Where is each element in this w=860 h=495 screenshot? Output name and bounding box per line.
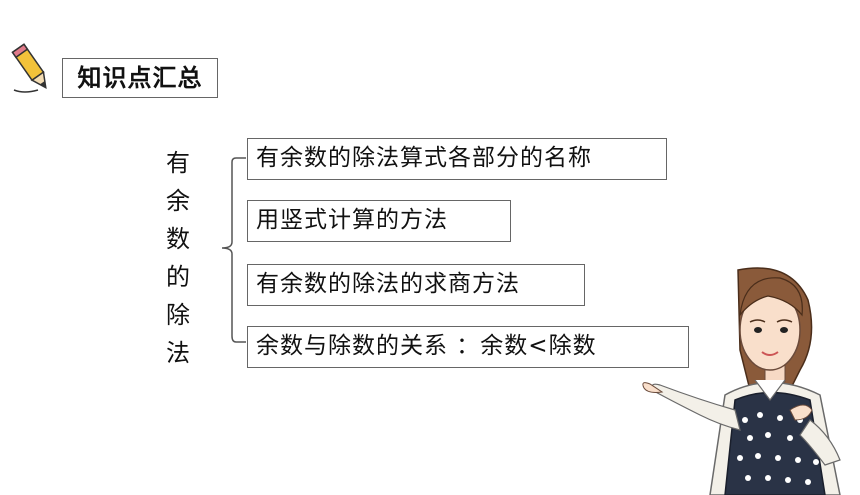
topic-char: 的 [166, 263, 190, 291]
list-item: 有余数的除法的求商方法 [247, 264, 585, 306]
topic-char: 余 [166, 187, 190, 215]
topic-char: 有 [166, 149, 190, 177]
teacher-illustration [642, 267, 841, 495]
pencil-icon [11, 43, 47, 93]
list-item: 有余数的除法算式各部分的名称 [247, 138, 667, 180]
bracket-connector [221, 157, 246, 343]
section-title: 知识点汇总 [62, 58, 218, 98]
list-item: 余数与除数的关系 ：余数<除数 [247, 326, 689, 368]
topic-char: 数 [166, 225, 190, 253]
topic-char: 法 [166, 339, 190, 367]
topic-vertical-label: 有 余 数 的 除 法 [163, 144, 193, 372]
topic-char: 除 [166, 301, 190, 329]
list-item: 用竖式计算的方法 [247, 200, 511, 242]
